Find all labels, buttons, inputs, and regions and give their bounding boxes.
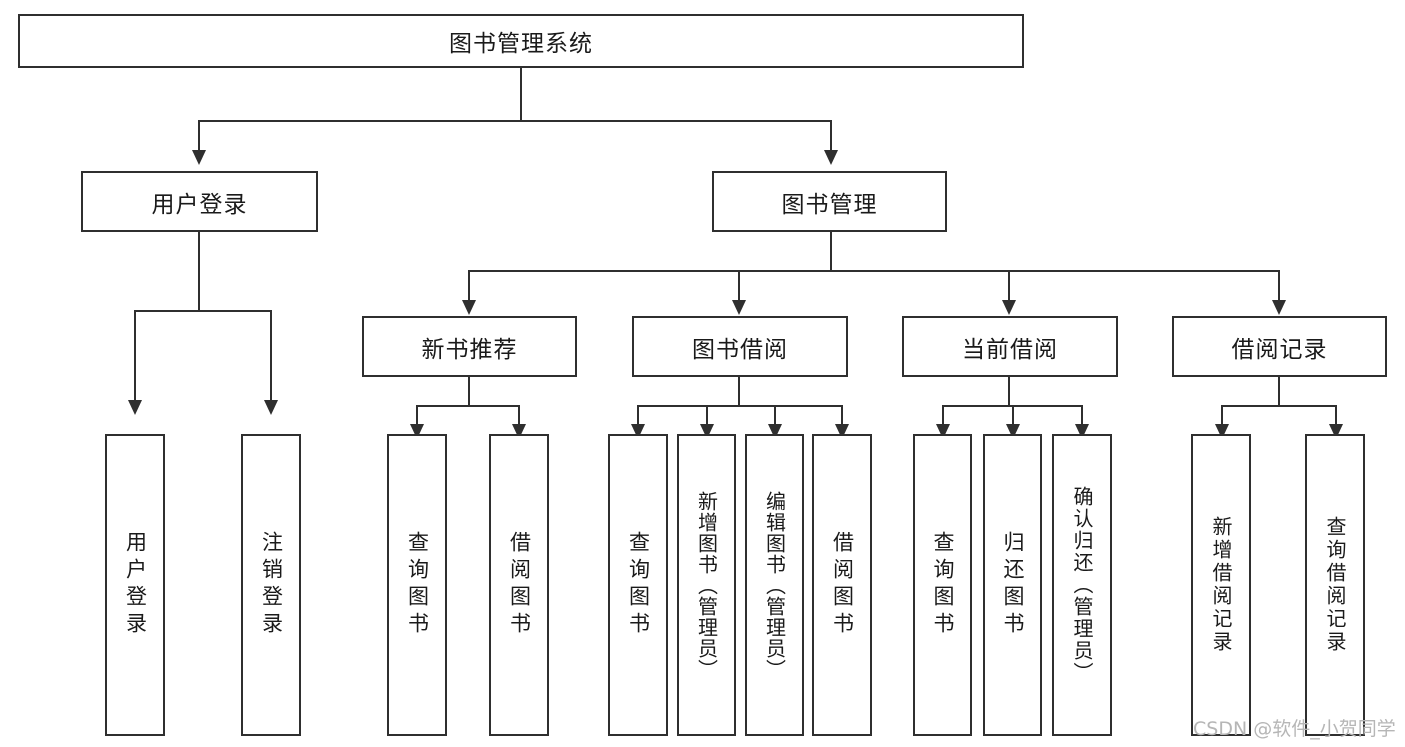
node-borrow-record[interactable]: 借阅记录 [1172, 316, 1387, 377]
connector-record-drop-1 [1221, 405, 1223, 427]
connector-recommend-bus [416, 405, 520, 407]
connector-userlogin-bus [134, 310, 270, 312]
connector-userlogin-drop-2 [270, 310, 272, 400]
connector-root-stem [520, 68, 522, 120]
leaf-recommend-query-book-label: 查询图书 [405, 531, 430, 639]
node-root-system-label: 图书管理系统 [449, 31, 593, 57]
connector-root-bus [198, 120, 832, 122]
leaf-record-query-record[interactable]: 查询借阅记录 [1305, 434, 1365, 736]
node-current-borrow[interactable]: 当前借阅 [902, 316, 1118, 377]
arrowhead-leaf-user-logout [264, 400, 278, 415]
node-new-book-recommend[interactable]: 新书推荐 [362, 316, 577, 377]
node-current-borrow-label: 当前借阅 [962, 336, 1058, 363]
node-user-login[interactable]: 用户登录 [81, 171, 318, 232]
leaf-user-logout-label: 注销登录 [259, 531, 284, 639]
leaf-user-logout[interactable]: 注销登录 [241, 434, 301, 736]
arrowhead-book-borrow [732, 300, 746, 315]
connector-current-drop-1 [942, 405, 944, 427]
node-borrow-record-label: 借阅记录 [1231, 336, 1328, 363]
leaf-record-add-record-label: 新增借阅记录 [1209, 516, 1233, 654]
connector-bookmanage-drop-1 [468, 270, 470, 300]
leaf-current-confirm-return-admin[interactable]: 确认归还（管理员） [1052, 434, 1112, 736]
leaf-current-return-book-label: 归还图书 [1001, 531, 1025, 639]
connector-recommend-stem [468, 377, 470, 405]
connector-recommend-drop-1 [416, 405, 418, 427]
connector-borrow-drop-1 [637, 405, 639, 427]
leaf-borrow-borrow-book[interactable]: 借阅图书 [812, 434, 872, 736]
leaf-user-login-label: 用户登录 [123, 531, 148, 639]
connector-current-stem [1008, 377, 1010, 405]
node-book-management[interactable]: 图书管理 [712, 171, 947, 232]
connector-recommend-drop-2 [518, 405, 520, 427]
connector-borrow-drop-2 [706, 405, 708, 427]
arrowhead-new-book-recommend [462, 300, 476, 315]
node-book-borrow[interactable]: 图书借阅 [632, 316, 848, 377]
leaf-record-add-record[interactable]: 新增借阅记录 [1191, 434, 1251, 736]
node-user-login-label: 用户登录 [151, 191, 248, 218]
arrowhead-leaf-user-login [128, 400, 142, 415]
leaf-borrow-edit-book-admin-label: 编辑图书（管理员） [762, 490, 787, 680]
connector-bookmanage-drop-2 [738, 270, 740, 300]
leaf-recommend-query-book[interactable]: 查询图书 [387, 434, 447, 736]
leaf-current-query-book-label: 查询图书 [931, 531, 955, 639]
connector-borrow-drop-4 [841, 405, 843, 427]
connector-current-drop-3 [1081, 405, 1083, 427]
connector-record-stem [1278, 377, 1280, 405]
leaf-recommend-borrow-book[interactable]: 借阅图书 [489, 434, 549, 736]
leaf-borrow-query-book-label: 查询图书 [626, 531, 651, 639]
connector-root-drop-right [830, 120, 832, 150]
leaf-current-confirm-return-admin-label: 确认归还（管理员） [1070, 486, 1094, 684]
leaf-borrow-add-book-admin-label: 新增图书（管理员） [694, 490, 719, 680]
leaf-user-login[interactable]: 用户登录 [105, 434, 165, 736]
leaf-recommend-borrow-book-label: 借阅图书 [507, 531, 532, 639]
arrowhead-book-manage [824, 150, 838, 165]
connector-record-drop-2 [1335, 405, 1337, 427]
connector-record-bus [1221, 405, 1335, 407]
leaf-current-query-book[interactable]: 查询图书 [913, 434, 972, 736]
node-root-system[interactable]: 图书管理系统 [18, 14, 1024, 68]
leaf-borrow-query-book[interactable]: 查询图书 [608, 434, 668, 736]
connector-root-drop-left [198, 120, 200, 150]
connector-borrow-stem [738, 377, 740, 405]
connector-borrow-bus [637, 405, 842, 407]
connector-bookmanage-drop-4 [1278, 270, 1280, 300]
connector-borrow-drop-3 [774, 405, 776, 427]
leaf-record-query-record-label: 查询借阅记录 [1323, 516, 1347, 654]
connector-bookmanage-drop-3 [1008, 270, 1010, 300]
connector-bookmanage-stem [830, 232, 832, 270]
arrowhead-user-login [192, 150, 206, 165]
leaf-borrow-edit-book-admin[interactable]: 编辑图书（管理员） [745, 434, 804, 736]
connector-userlogin-drop-1 [134, 310, 136, 400]
leaf-borrow-add-book-admin[interactable]: 新增图书（管理员） [677, 434, 736, 736]
node-book-management-label: 图书管理 [781, 191, 878, 218]
connector-current-drop-2 [1012, 405, 1014, 427]
leaf-borrow-borrow-book-label: 借阅图书 [830, 531, 855, 639]
node-book-borrow-label: 图书借阅 [692, 336, 788, 363]
node-new-book-recommend-label: 新书推荐 [421, 336, 518, 363]
connector-userlogin-stem [198, 232, 200, 310]
connector-bookmanage-bus [468, 270, 1280, 272]
leaf-current-return-book[interactable]: 归还图书 [983, 434, 1042, 736]
arrowhead-current-borrow [1002, 300, 1016, 315]
arrowhead-borrow-record [1272, 300, 1286, 315]
